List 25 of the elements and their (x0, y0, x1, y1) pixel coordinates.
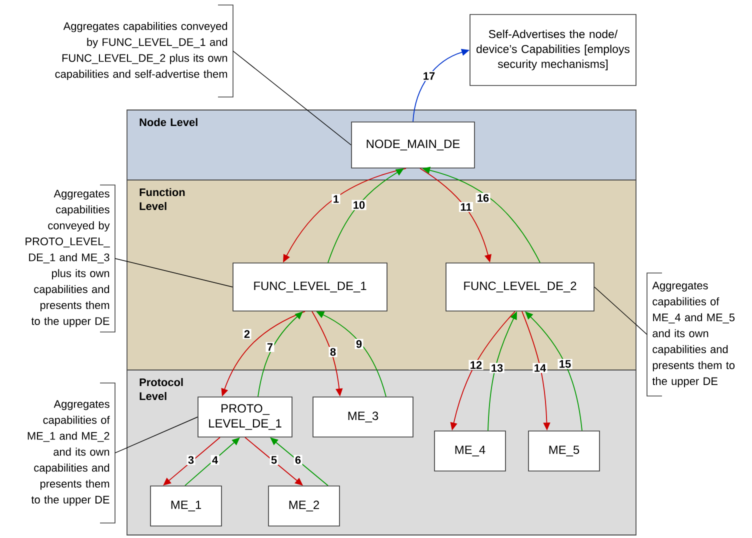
edge-label: 12 (468, 360, 484, 370)
process-box: FUNC_LEVEL_DE_1 (232, 262, 388, 312)
edge-label: 11 (459, 202, 473, 212)
process-box: FUNC_LEVEL_DE_2 (446, 262, 594, 312)
process-box: ME_5 (528, 430, 600, 472)
leader-line (114, 416, 198, 454)
edge-label: 10 (352, 200, 366, 210)
process-box: ME_4 (434, 430, 506, 472)
annotation-note: Aggregates capabilities of ME_4 and ME_5 and its own capabilities and presents them to the upper DE (646, 272, 735, 396)
process-box: ME_3 (312, 396, 414, 438)
edge-label: 17 (422, 71, 436, 81)
annotation-note: Aggregates capabilities of ME_1 and ME_2 and its own capabilities and presents them to the upper DE (28, 382, 116, 524)
process-box: ME_2 (268, 486, 340, 526)
annotation-note: Aggregates capabilities conveyed by FUNC_LEVEL_DE_1 and FUNC_LEVEL_DE_2 plus its own capabilities and self-advertise them (55, 4, 234, 98)
edge-label: 14 (532, 363, 548, 373)
leader-line (114, 258, 233, 288)
process-box: ME_1 (150, 486, 222, 526)
process-box: PROTO_ LEVEL_DE_1 (198, 396, 292, 438)
leader-line (232, 50, 352, 146)
annotation-note: Aggregates capabilities conveyed by PROTO_LEVEL_ DE_1 and ME_3 plus its own capabilities and presents them to the upper DE (26, 184, 116, 332)
edge-label: 13 (490, 362, 504, 374)
process-box: NODE_MAIN_DE (351, 122, 475, 168)
callout-box: Self-Advertises the node/ device’s Capabilities [employs security mechanisms] (470, 14, 636, 86)
edge-label: 15 (558, 358, 572, 370)
edge-label: 16 (476, 192, 490, 204)
